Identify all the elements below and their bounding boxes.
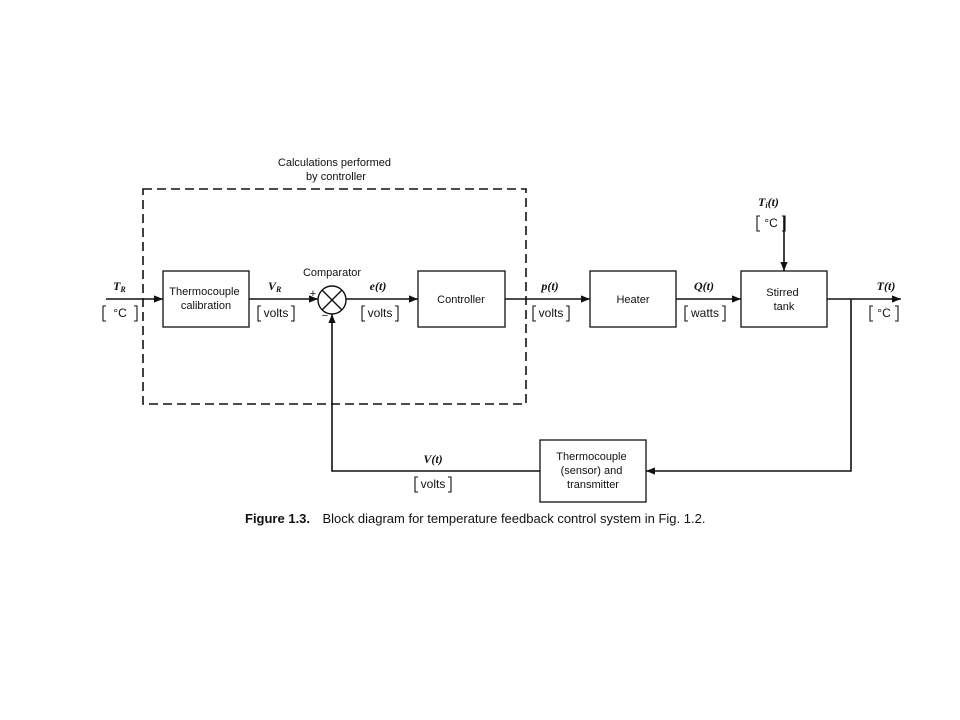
svg-text:volts: volts (264, 306, 289, 320)
comparator-block: + − (310, 285, 347, 322)
feedback-to-comparator-wire (328, 314, 540, 472)
svg-text:T(t): T(t) (877, 279, 896, 293)
controller-region-dashed-border (142, 188, 527, 405)
svg-text:Stirred tank: Stirred tank (766, 287, 801, 313)
svg-text:Heater: Heater (616, 294, 649, 306)
svg-text:watts: watts (690, 306, 719, 320)
feedback-to-sensor-wire (646, 299, 852, 475)
sensor-transmitter-block: Thermocouple (sensor) and transmitter (539, 439, 647, 503)
stirred-tank-block: Stirred tank (740, 270, 828, 328)
thermocouple-calibration-block: Thermocouple calibration (162, 270, 250, 328)
controller-block: Controller (417, 270, 506, 328)
figure-caption: Figure 1.3. Block diagram for temperatur… (245, 510, 705, 527)
svg-text:TR: TR (113, 279, 126, 294)
svg-text:p(t): p(t) (540, 279, 558, 293)
comparator-minus-sign: − (322, 310, 328, 322)
svg-text:volts: volts (368, 306, 393, 320)
signal-q: Q(t) watts (684, 279, 726, 322)
signal-ti: Ti(t) °C (756, 195, 786, 232)
signal-vr: VR volts (257, 279, 295, 322)
svg-text:volts: volts (421, 477, 446, 491)
signal-e: e(t) volts (361, 279, 399, 322)
svg-text:e(t): e(t) (370, 279, 387, 293)
signal-t: T(t) °C (869, 279, 899, 322)
controller-region-label: Calculations performed by controller (278, 157, 394, 183)
svg-text:VR: VR (268, 279, 282, 294)
comparator-plus-sign: + (310, 288, 316, 300)
svg-text:Controller: Controller (437, 294, 485, 306)
svg-text:°C: °C (877, 306, 891, 320)
svg-text:Thermocouple (sensor) an: Thermocouple (sensor) and transmitter (556, 451, 629, 491)
svg-text:Q(t): Q(t) (694, 279, 714, 293)
comparator-label: Comparator (303, 267, 361, 279)
signal-v: V(t) volts (414, 452, 452, 493)
svg-text:V(t): V(t) (423, 452, 442, 466)
signal-tr: TR °C (102, 279, 138, 322)
heater-block: Heater (589, 270, 677, 328)
svg-text:Thermocouple calibration: Thermocouple calibration (169, 286, 242, 312)
svg-text:°C: °C (113, 306, 127, 320)
svg-text:Ti(t): Ti(t) (758, 195, 779, 210)
svg-text:°C: °C (764, 216, 778, 230)
svg-text:volts: volts (539, 306, 564, 320)
signal-p: p(t) volts (532, 279, 570, 322)
